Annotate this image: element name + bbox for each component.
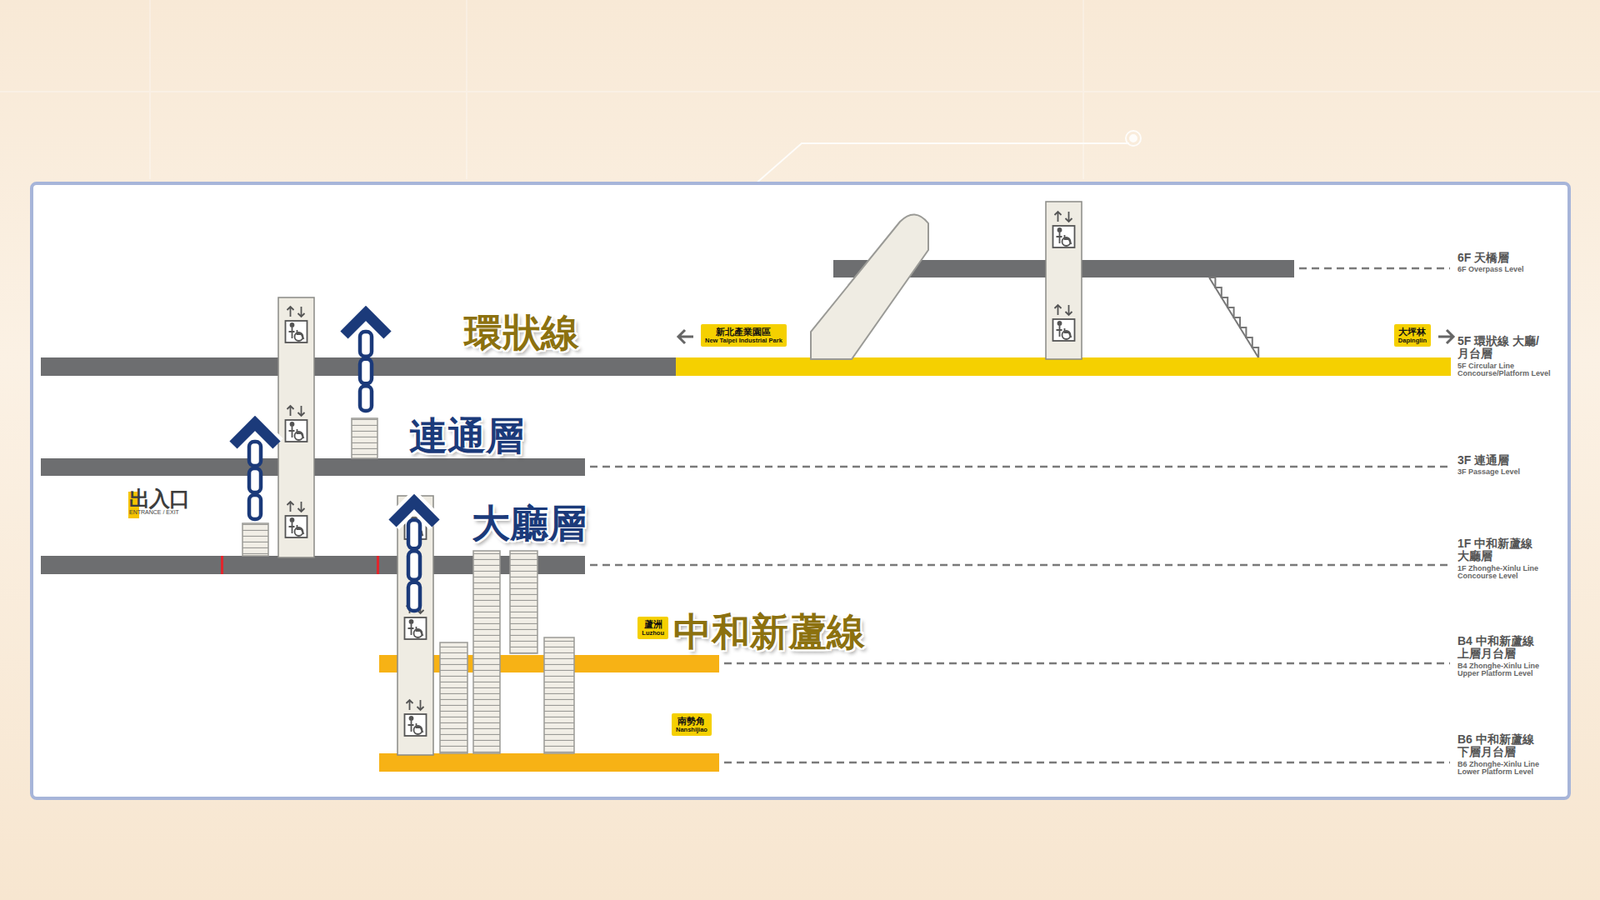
concourse-floor xyxy=(40,555,585,575)
level-leader xyxy=(724,761,1450,765)
elevator-icon xyxy=(285,405,308,442)
station-name: 南勢角 xyxy=(675,715,708,727)
floor-label: 6F 天橋層 xyxy=(1457,251,1545,265)
line-label: 中和新蘆線 xyxy=(673,612,865,651)
station-name-en: ENTRANCE / EXIT xyxy=(129,509,190,516)
elevator-icon xyxy=(285,501,308,538)
floor-label-en: 5F Circular Line Concourse/Platform Leve… xyxy=(1457,362,1551,379)
escalator xyxy=(810,214,929,360)
staircase xyxy=(1209,277,1259,358)
station-name: 新北產業園區 xyxy=(705,326,783,338)
line-label: 環狀線 xyxy=(464,313,580,352)
direction-arrow xyxy=(678,330,694,344)
level-leader xyxy=(1299,267,1450,270)
station-name-en: Dapinglin xyxy=(1398,337,1427,345)
level-leader xyxy=(590,564,1450,567)
direction-arrow xyxy=(1438,330,1454,344)
panel xyxy=(31,183,1570,799)
floor-label-en: 3F Passage Level xyxy=(1457,468,1551,476)
floor-label-en: 1F Zhonghe-Xinlu Line Concourse Level xyxy=(1457,565,1551,581)
floor-label: 5F 環狀線 大廳/月台層 xyxy=(1457,335,1545,361)
stair-block xyxy=(440,642,468,754)
station-name: 出入口 xyxy=(129,487,190,510)
station-name: 大坪林 xyxy=(1398,326,1427,338)
floor-label-en: B6 Zhonghe-Xinlu Line Lower Platform Lev… xyxy=(1457,760,1551,777)
direction-sign: 大坪林Dapinglin xyxy=(1394,324,1431,347)
station-name: 蘆洲 xyxy=(641,619,665,630)
floor-label: B4 中和新蘆線 上層月台層 xyxy=(1457,635,1545,661)
stair-block xyxy=(351,418,378,459)
direction-sign: 南勢角Nanshijiao xyxy=(671,713,712,736)
stair-block xyxy=(510,550,538,654)
direction-sign: 蘆洲Luzhou xyxy=(637,616,669,640)
lower-platform xyxy=(379,753,720,772)
stair-block xyxy=(242,523,269,556)
cross-section xyxy=(40,201,1454,772)
elevator-icon xyxy=(285,306,308,343)
direction-sign: 新北產業園區New Taipei Industrial Park xyxy=(700,324,787,347)
elevator-shaft xyxy=(1045,201,1082,360)
entrance-sign: 出入口ENTRANCE / EXIT xyxy=(129,487,190,516)
stair-block xyxy=(473,550,500,754)
elevator-icon xyxy=(1053,305,1075,341)
station-name-en: Nanshijiao xyxy=(675,726,708,734)
floor-label-en: 6F Overpass Level xyxy=(1457,265,1551,274)
elevator-shaft xyxy=(397,495,434,755)
fare-gate-mark xyxy=(220,555,224,575)
elevator-shaft xyxy=(278,297,315,558)
level-label: 連通層 xyxy=(409,416,525,455)
background-decoration xyxy=(0,0,1600,185)
up-arrow xyxy=(233,423,277,520)
staircase xyxy=(1209,277,1259,358)
level-leader xyxy=(590,465,1450,469)
up-arrow xyxy=(344,313,388,411)
level-leader xyxy=(724,662,1450,665)
station-name-en: New Taipei Industrial Park xyxy=(705,337,783,345)
station-name-en: Luzhou xyxy=(641,630,665,637)
floor-label: 1F 中和新蘆線 大廳層 xyxy=(1457,537,1545,564)
circular-line-platform xyxy=(675,357,1451,376)
floor-label-en: B4 Zhonghe-Xinlu Line Upper Platform Lev… xyxy=(1457,662,1551,679)
level-label: 大廳層 xyxy=(471,504,587,543)
up-arrow xyxy=(392,501,436,611)
floor-label: 3F 連通層 xyxy=(1457,454,1545,467)
stair-block xyxy=(544,637,575,754)
fare-gate-mark xyxy=(376,555,380,575)
elevator-icon xyxy=(1053,211,1075,248)
floor-label: B6 中和新蘆線 下層月台層 xyxy=(1457,733,1545,760)
elevator-icon xyxy=(405,700,427,736)
